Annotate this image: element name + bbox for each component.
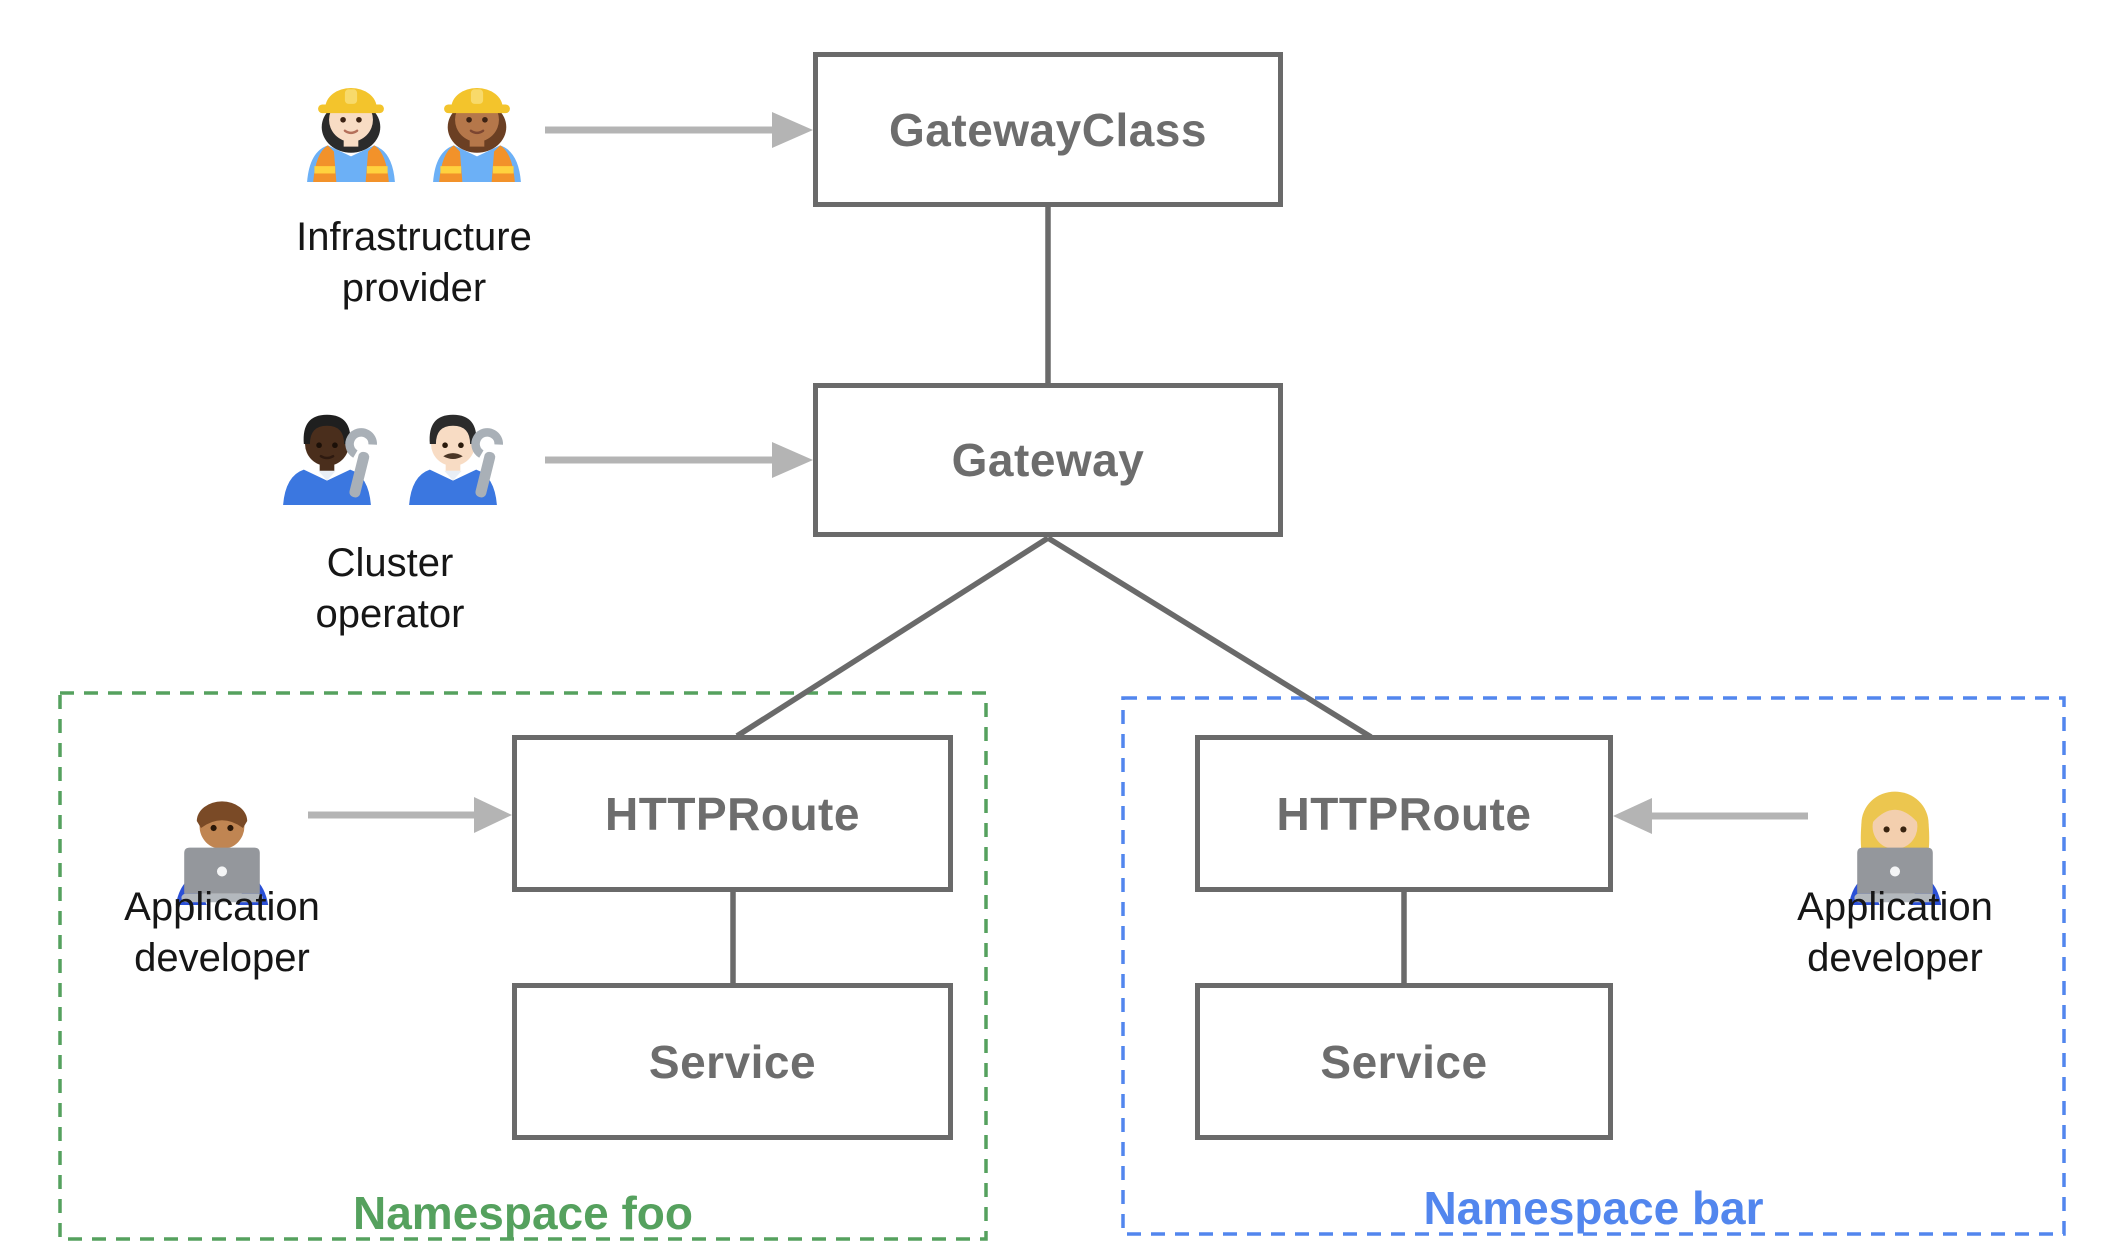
- node-service-bar: Service: [1195, 983, 1613, 1140]
- namespace-bar-label: Namespace bar: [1423, 1182, 1764, 1234]
- arrowhead-dev-foo-icon: [474, 797, 512, 833]
- arrowhead-dev-bar-icon: [1613, 798, 1652, 834]
- infrastructure-provider-figures: [290, 60, 538, 182]
- node-service-bar-label: Service: [1320, 1035, 1488, 1088]
- woman-construction-worker-light-icon: [307, 88, 395, 182]
- node-httproute-foo: HTTPRoute: [512, 735, 953, 892]
- safety-vest-icon: [439, 145, 463, 182]
- man-technologist-medium-icon: [175, 801, 269, 905]
- safety-vest-icon: [313, 145, 337, 182]
- woman-technologist-light-icon: [1848, 791, 1942, 905]
- edge-gateway-httproute-foo: [735, 535, 1050, 739]
- laptop-icon: [1854, 847, 1936, 903]
- application-developer-bar-label: Application developer: [1797, 885, 1993, 981]
- arrowhead-infra-icon: [772, 112, 813, 148]
- mustache-icon: [443, 453, 463, 459]
- application-developer-foo-label: Application developer: [124, 885, 320, 981]
- node-httproute-foo-label: HTTPRoute: [605, 787, 860, 840]
- node-gatewayclass: GatewayClass: [813, 52, 1283, 207]
- node-service-foo-label: Service: [648, 1035, 817, 1088]
- node-gateway-label: Gateway: [951, 434, 1145, 486]
- node-httproute-bar-label: HTTPRoute: [1276, 787, 1532, 840]
- edge-gateway-httproute-bar: [1046, 535, 1373, 740]
- namespace-foo-label: Namespace foo: [352, 1187, 693, 1239]
- infrastructure-provider-label: Infrastructure provider: [296, 215, 532, 311]
- cluster-operator-label: Cluster operator: [315, 541, 465, 637]
- namespace-foo-boundary: [58, 691, 988, 1241]
- node-gatewayclass-label: GatewayClass: [889, 103, 1207, 156]
- woman-construction-worker-medium-icon: [433, 88, 521, 182]
- application-developer-foo-figure: [152, 765, 292, 905]
- cluster-operator-figures: [266, 383, 514, 505]
- mechanic-dark-icon: [283, 414, 378, 505]
- node-httproute-bar: HTTPRoute: [1195, 735, 1613, 892]
- laptop-icon: [181, 847, 263, 903]
- actor-arrows: [308, 112, 1808, 834]
- node-service-foo: Service: [512, 983, 953, 1140]
- wrench-icon: [345, 428, 378, 498]
- man-mechanic-light-icon: [409, 414, 504, 505]
- wrench-icon: [471, 428, 504, 498]
- node-gateway: Gateway: [813, 383, 1283, 537]
- arrowhead-cluster-icon: [772, 442, 813, 478]
- connector-lines: [730, 207, 1407, 984]
- application-developer-bar-figure: [1825, 765, 1965, 905]
- namespace-bar-boundary: [1121, 696, 2066, 1236]
